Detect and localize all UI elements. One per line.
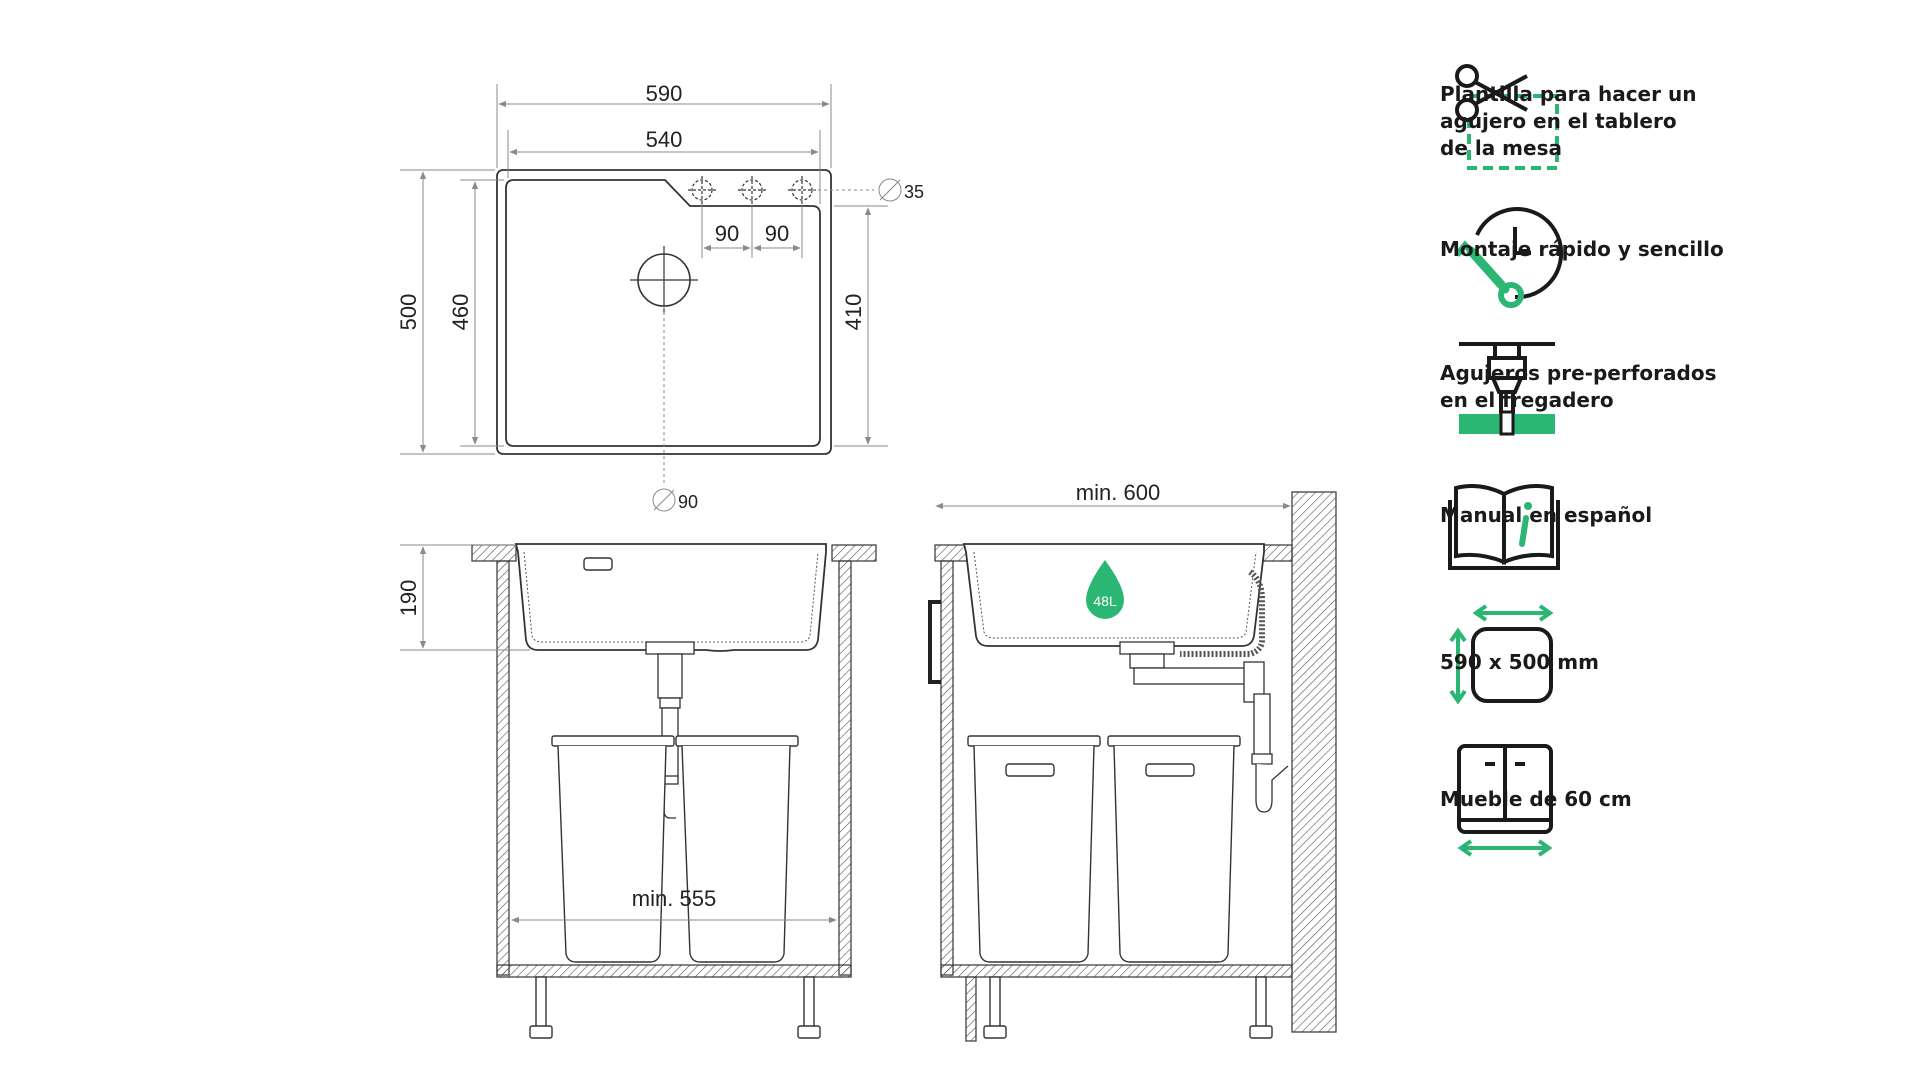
dim-drain-diameter: 90 [678, 492, 698, 512]
feature-manual-line1: Manual en español [1440, 502, 1653, 527]
cabinet-wall-right [838, 560, 852, 976]
sink-bowl-outline [505, 179, 821, 447]
tap-holes [688, 176, 816, 204]
feature-assembly-line1: Montaje rápido y sencillo [1440, 236, 1724, 261]
manual-book-icon [1448, 484, 1560, 570]
top-view-dimensions [400, 84, 902, 512]
scissors-template-icon [1455, 64, 1559, 170]
side-drain-pipe [1119, 641, 1289, 813]
front-section-view [400, 543, 877, 1039]
dim-bowl-depth-side: 410 [841, 294, 866, 331]
capacity-label: 48L [1093, 593, 1117, 609]
sink-size-icon [1449, 604, 1554, 705]
cabinet-legs [529, 976, 821, 1039]
feature-template-line3: de la mesa [1440, 135, 1562, 160]
side-section-view: 48L [928, 491, 1337, 1042]
cabinet-icon [1457, 744, 1553, 857]
side-cabinet-bottom [940, 964, 1293, 978]
cabinet-wall-left [496, 560, 510, 976]
sink-outer-outline [496, 169, 832, 455]
dim-tap-spacing-2: 90 [765, 221, 789, 246]
feature-predrilled-line1: Agujeros pre-perforados [1440, 361, 1717, 385]
feature-cabinet: Mueble de 60 cm [1440, 784, 1820, 814]
feature-size: 590 x 500 mm [1440, 647, 1820, 677]
dim-min-cabinet-inner: min. 555 [632, 886, 716, 911]
capacity-badge: 48L [1086, 560, 1124, 619]
side-cabinet-legs [983, 976, 1273, 1039]
feature-size-line1: 590 x 500 mm [1440, 649, 1599, 674]
dim-tap-spacing-1: 90 [715, 221, 739, 246]
wall [1291, 491, 1337, 1033]
waste-bins-side [967, 735, 1241, 963]
cabinet-bottom [496, 964, 852, 978]
dim-tap-hole-diameter: 35 [904, 182, 924, 202]
cabinet-handle [928, 600, 941, 684]
feature-predrilled-line2: en el fregadero [1440, 388, 1614, 412]
cabinet-door [940, 560, 954, 976]
overflow-slot [583, 557, 613, 571]
dim-inner-depth: 460 [448, 294, 473, 331]
countertop-right [831, 544, 877, 562]
waste-bins-front [551, 735, 799, 963]
feature-template-line2: agujero en el tablero [1440, 108, 1677, 133]
sink-bowl-section [514, 543, 827, 652]
feature-predrilled: Agujeros pre-perforados en el fregadero [1440, 358, 1820, 416]
dim-min-cabinet: min. 600 [1076, 480, 1160, 505]
countertop-left [471, 544, 517, 562]
dim-inner-width: 540 [646, 127, 683, 152]
feature-template-line1: Plantilla para hacer un [1440, 81, 1697, 106]
feature-template: Plantilla para hacer un agujero en el ta… [1440, 78, 1820, 164]
dim-overall-width: 590 [646, 81, 683, 106]
clock-wrench-icon [1454, 207, 1564, 308]
feature-assembly: Montaje rápido y sencillo [1440, 234, 1820, 264]
dim-overall-depth: 500 [396, 294, 421, 331]
top-view [496, 169, 832, 455]
drill-icon [1459, 342, 1555, 436]
drain-symbol [630, 246, 698, 314]
feature-manual: Manual en español [1440, 500, 1820, 530]
dim-bowl-height: 190 [396, 580, 421, 617]
feature-cabinet-line1: Mueble de 60 cm [1440, 786, 1632, 811]
